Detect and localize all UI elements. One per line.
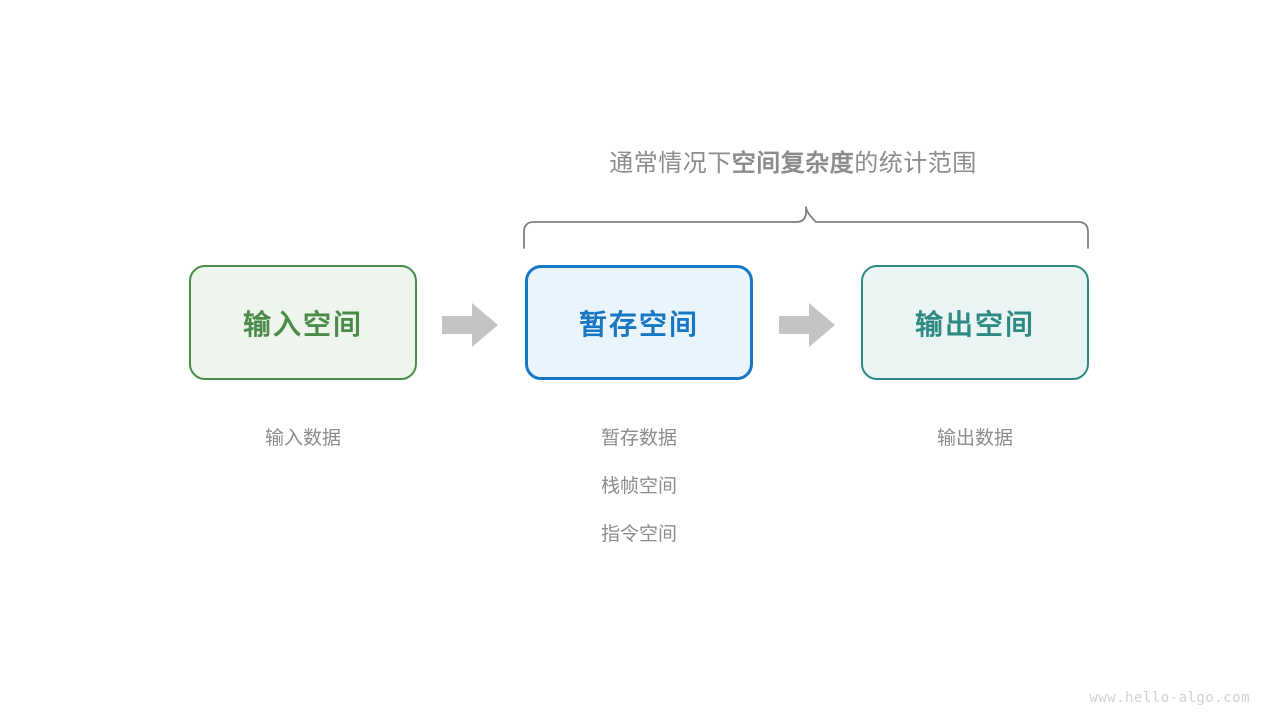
scope-title-suffix: 的统计范围 xyxy=(854,150,977,177)
scope-title-inner: 通常情况下空间复杂度的统计范围 xyxy=(609,148,977,180)
arrow-input-to-temp xyxy=(442,303,498,347)
caption-item: 指令空间 xyxy=(600,524,677,545)
caption-column-output: 输出数据 xyxy=(861,415,1089,463)
right-arrow-icon xyxy=(442,303,498,347)
box-output-space[interactable]: 输出空间 xyxy=(861,265,1089,380)
caption-column-input: 输入数据 xyxy=(189,415,417,463)
box-input-space[interactable]: 输入空间 xyxy=(189,265,417,380)
scope-title-emphasis: 空间复杂度 xyxy=(731,150,855,177)
caption-item: 输入数据 xyxy=(264,428,341,449)
brace-icon xyxy=(523,206,1089,249)
caption-column-temp: 暂存数据 栈帧空间 指令空间 xyxy=(525,415,753,559)
right-arrow-icon xyxy=(779,303,835,347)
box-temp-space[interactable]: 暂存空间 xyxy=(525,265,753,380)
scope-title: 通常情况下空间复杂度的统计范围 xyxy=(0,148,1280,180)
caption-item: 栈帧空间 xyxy=(600,476,677,497)
scope-brace xyxy=(518,198,1098,254)
scope-title-prefix: 通常情况下 xyxy=(609,150,732,177)
watermark: www.hello-algo.com xyxy=(1089,690,1250,706)
caption-item: 暂存数据 xyxy=(600,428,677,449)
arrow-temp-to-output xyxy=(779,303,835,347)
box-temp-space-label: 暂存空间 xyxy=(578,308,699,340)
box-input-space-label: 输入空间 xyxy=(242,308,363,340)
caption-item: 输出数据 xyxy=(936,428,1013,449)
box-output-space-label: 输出空间 xyxy=(914,308,1035,340)
